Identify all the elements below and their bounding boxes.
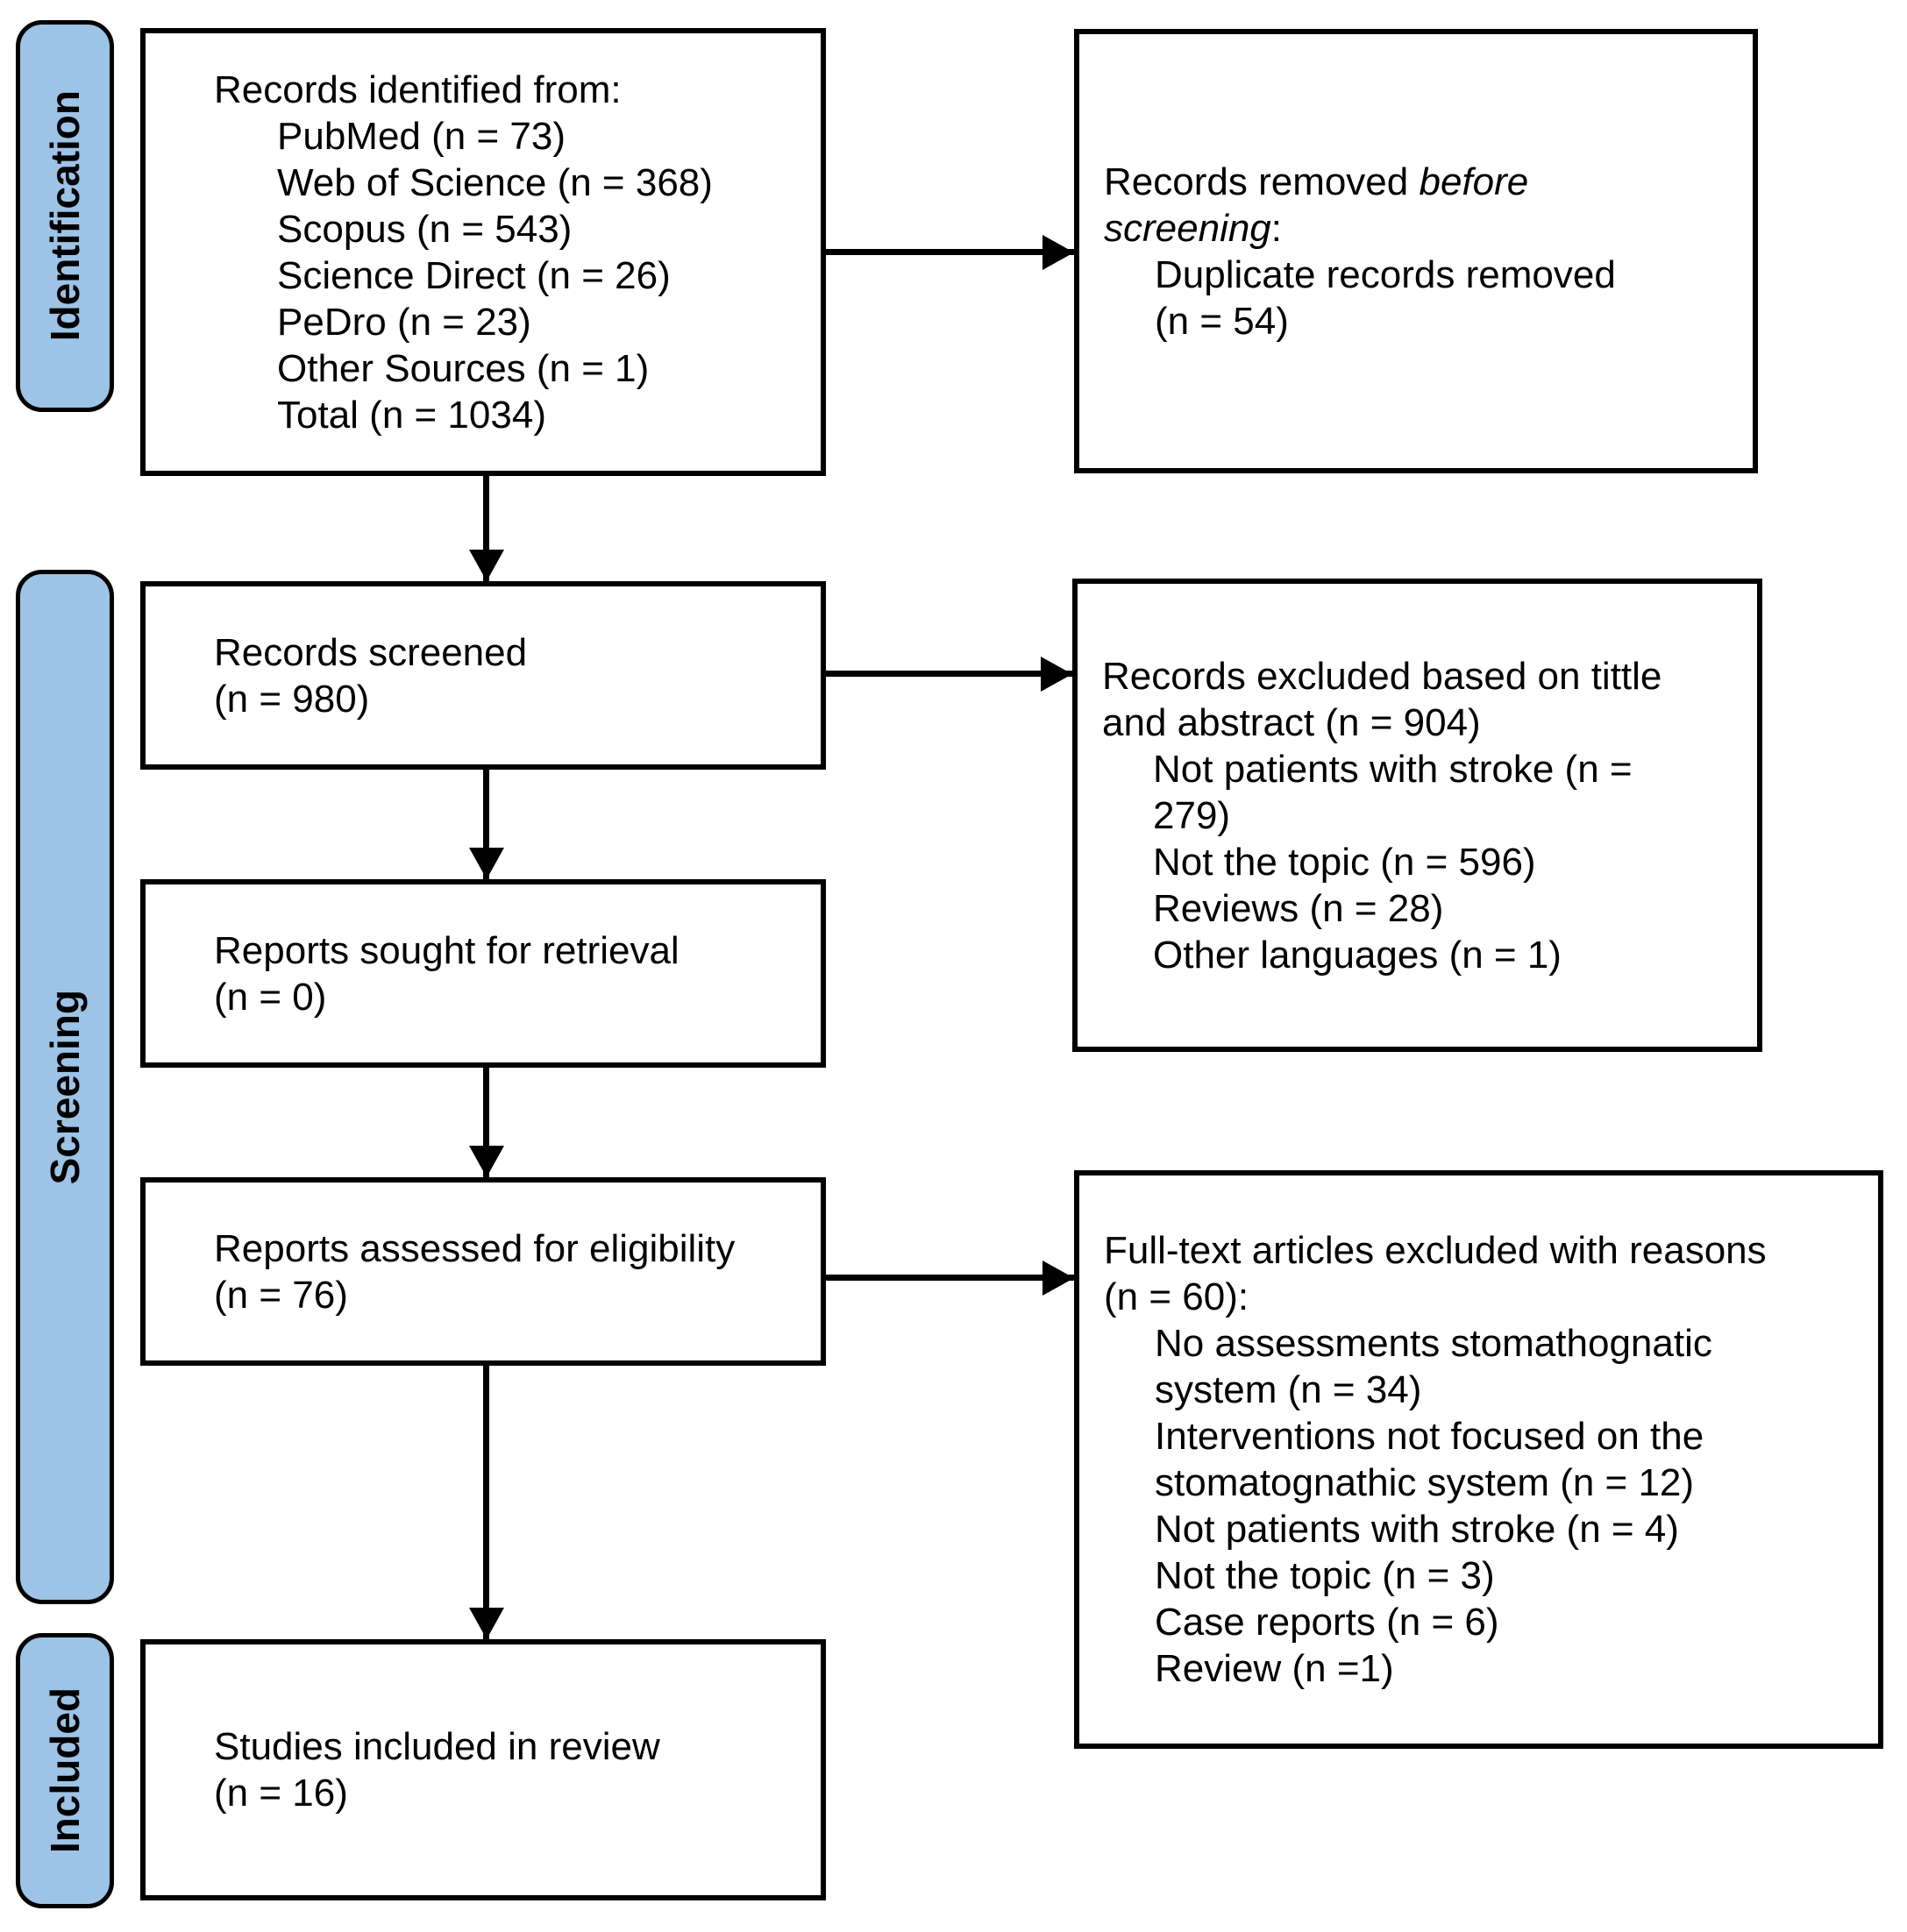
box-count: (n = 980) (214, 677, 370, 721)
arrow-assessed-to-fulltext-excluded (826, 1275, 1074, 1281)
exclusion-item: Duplicate records removed (n = 54) (1155, 252, 1616, 343)
box-fulltext-excluded: Full-text articles excluded with reasons… (1074, 1170, 1883, 1749)
source-item: Other Sources (n = 1) (277, 346, 650, 390)
exclusion-item: Not patients with stroke (n = 279) (1153, 747, 1633, 837)
exclusion-item: Reviews (n = 28) (1153, 886, 1444, 930)
box-records-identified: Records identified from: PubMed (n = 73)… (140, 28, 826, 476)
box-title: Reports assessed for eligibility (214, 1226, 736, 1270)
arrow-sought-to-assessed (483, 1068, 489, 1177)
stage-label-identification: Identification (16, 20, 114, 412)
exclusion-item: Other languages (n = 1) (1153, 933, 1562, 977)
stage-label-text: Included (42, 1687, 88, 1854)
box-title: Reports sought for retrieval (214, 928, 680, 972)
source-item: Web of Science (n = 368) (277, 160, 713, 204)
box-title: Full-text articles excluded with reasons… (1104, 1229, 1767, 1318)
box-count: (n = 0) (214, 975, 327, 1019)
box-reports-sought: Reports sought for retrieval (n = 0) (140, 879, 826, 1068)
box-title: Records excluded based on tittle and abs… (1102, 654, 1662, 744)
exclusion-item: No assessments stomathognatic system (n … (1155, 1322, 1712, 1411)
source-item: Total (n = 1034) (277, 393, 546, 437)
stage-label-screening: Screening (16, 570, 114, 1604)
box-title: Studies included in review (214, 1725, 660, 1768)
source-item: PeDro (n = 23) (277, 300, 531, 344)
box-records-removed: Records removed before screening: Duplic… (1074, 29, 1758, 473)
source-item: Science Direct (n = 26) (277, 253, 671, 297)
stage-label-text: Screening (42, 989, 88, 1185)
arrow-identified-to-removed (826, 249, 1074, 255)
source-item: PubMed (n = 73) (277, 114, 566, 158)
exclusion-item: Case reports (n = 6) (1155, 1601, 1499, 1644)
exclusion-item: Not the topic (n = 596) (1153, 840, 1536, 884)
arrow-identified-to-screened (483, 476, 489, 581)
exclusion-item: Interventions not focused on the stomato… (1155, 1415, 1704, 1504)
box-studies-included: Studies included in review (n = 16) (140, 1639, 826, 1900)
box-records-screened: Records screened (n = 980) (140, 581, 826, 770)
stage-label-included: Included (16, 1633, 114, 1908)
box-count: (n = 16) (214, 1772, 348, 1815)
stage-label-text: Identification (42, 90, 88, 342)
box-reports-assessed: Reports assessed for eligibility (n = 76… (140, 1177, 826, 1366)
box-title: Records screened (214, 630, 528, 674)
exclusion-item: Not the topic (n = 3) (1155, 1554, 1495, 1597)
arrow-screened-to-sought (483, 770, 489, 879)
arrow-screened-to-excluded (826, 671, 1072, 677)
box-records-excluded-title-abstract: Records excluded based on tittle and abs… (1072, 579, 1762, 1052)
exclusion-item: Review (n =1) (1155, 1647, 1394, 1690)
arrow-assessed-to-included (483, 1366, 489, 1639)
box-count: (n = 76) (214, 1273, 348, 1317)
exclusion-item: Not patients with stroke (n = 4) (1155, 1508, 1679, 1551)
box-title-colon: : (1270, 206, 1283, 250)
box-title: Records removed before screening: (1104, 159, 1630, 252)
box-title: Records identified from: (214, 67, 622, 111)
box-title-text: Records removed (1104, 160, 1420, 203)
box-title-italic: before screening (1104, 160, 1529, 250)
source-item: Scopus (n = 543) (277, 207, 573, 251)
